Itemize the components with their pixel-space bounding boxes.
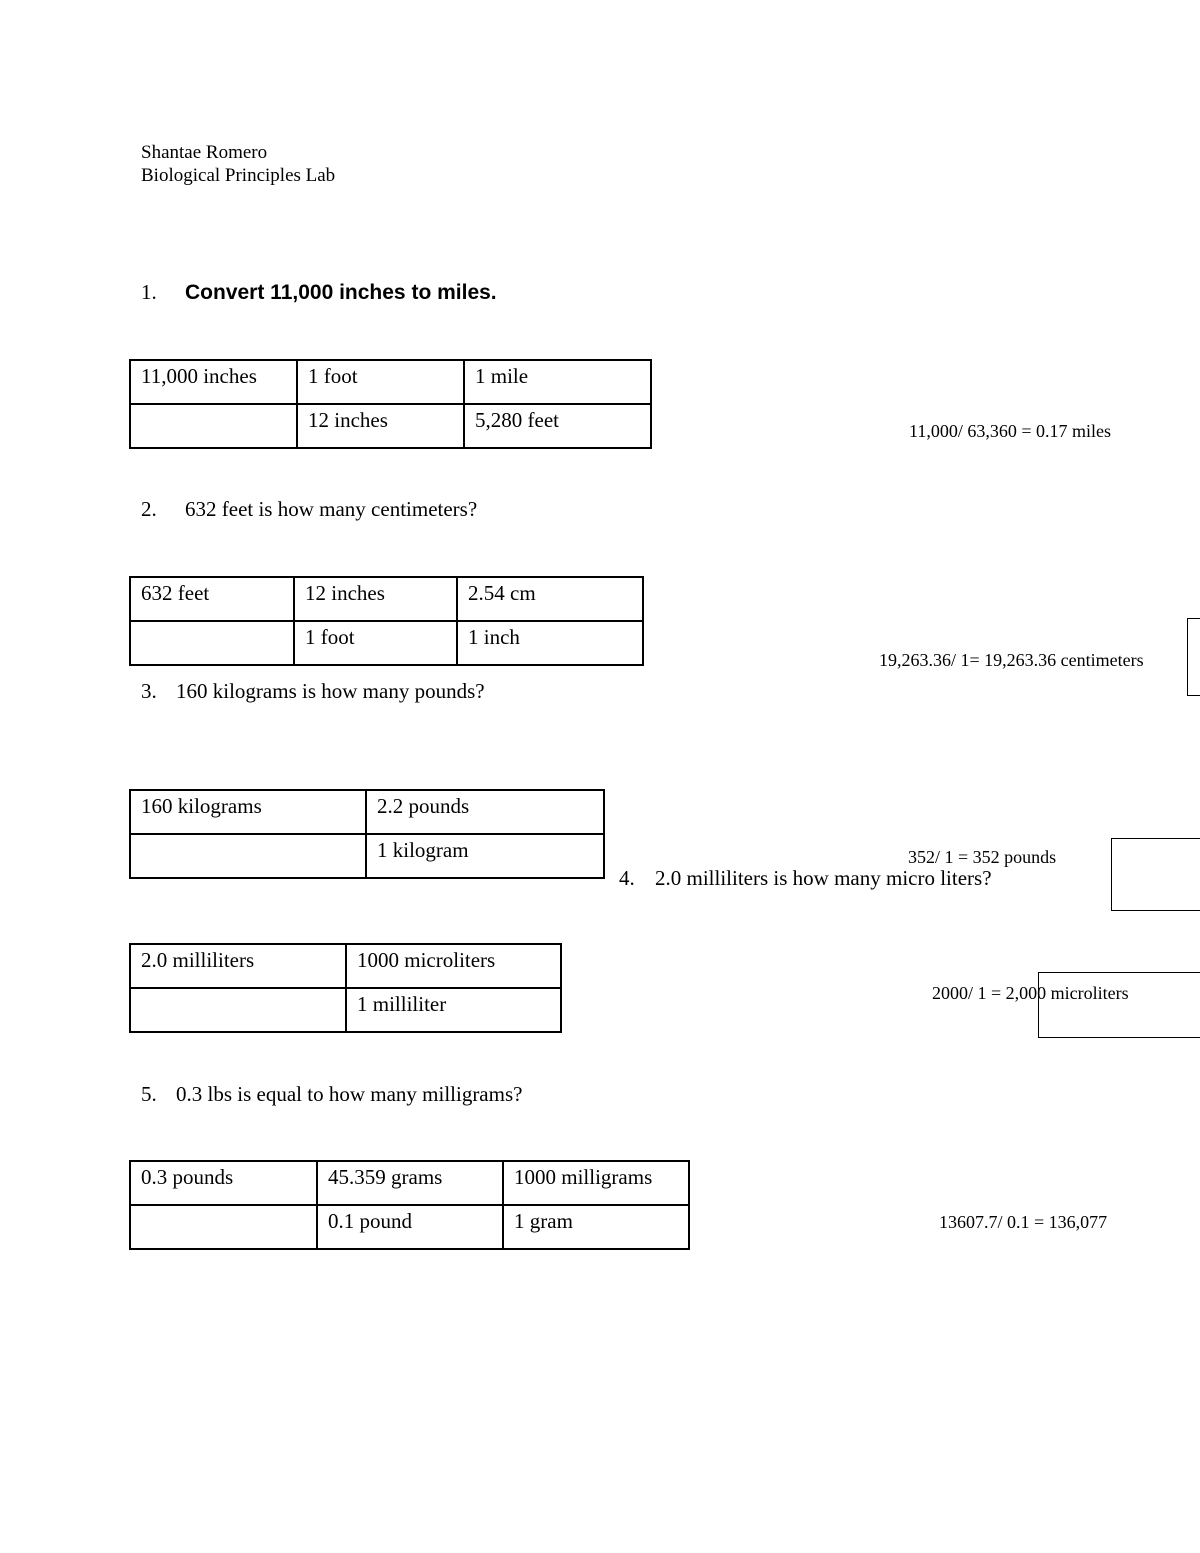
answer-1: 11,000/ 63,360 = 0.17 miles (909, 421, 1111, 441)
question-5: 5. 0.3 lbs is equal to how many milligram… (141, 1081, 522, 1107)
answer-5: 13607.7/ 0.1 = 136,077 (939, 1212, 1108, 1232)
table-cell: 2.2 pounds (365, 789, 605, 835)
question-1: 1. Convert 11,000 inches to miles. (141, 279, 497, 306)
table-cell: 1 mile (463, 359, 652, 405)
table-row: 12 inches 5,280 feet (129, 403, 652, 449)
table-row: 2.0 milliliters 1000 microliters (129, 943, 562, 989)
table-cell: 0.3 pounds (129, 1160, 318, 1206)
document-header: Shantae Romero Biological Principles Lab (141, 141, 335, 187)
question-text: 632 feet is how many centimeters? (185, 497, 478, 521)
table-cell: 0.1 pound (316, 1204, 504, 1250)
table-cell: 1 foot (293, 620, 458, 666)
table-cell (129, 620, 295, 666)
question-number: 5. (141, 1082, 157, 1106)
table-cell: 1 milliliter (345, 987, 562, 1033)
answer-4: 2000/ 1 = 2,000 microliters (932, 983, 1129, 1003)
table-cell (129, 1204, 318, 1250)
table-cell (129, 833, 367, 879)
table-row: 160 kilograms 2.2 pounds (129, 789, 605, 835)
question-number: 3. (141, 679, 157, 703)
conversion-table-4: 2.0 milliliters 1000 microliters 1 milli… (129, 943, 562, 1033)
question-4: 4. 2.0 milliliters is how many micro lite… (619, 865, 992, 891)
table-cell: 2.54 cm (456, 576, 644, 622)
student-name: Shantae Romero (141, 142, 268, 163)
question-2: 2. 632 feet is how many centimeters? (141, 496, 477, 522)
question-text: Convert 11,000 inches to miles. (185, 281, 497, 304)
text-box-frame (1187, 618, 1200, 696)
table-cell: 1 kilogram (365, 833, 605, 879)
table-cell: 632 feet (129, 576, 295, 622)
table-cell: 160 kilograms (129, 789, 367, 835)
table-cell (129, 403, 298, 449)
table-cell: 45.359 grams (316, 1160, 504, 1206)
table-row: 11,000 inches 1 foot 1 mile (129, 359, 652, 405)
course-title: Biological Principles Lab (141, 165, 336, 186)
table-cell (129, 987, 347, 1033)
conversion-table-3: 160 kilograms 2.2 pounds 1 kilogram (129, 789, 605, 879)
table-row: 0.1 pound 1 gram (129, 1204, 690, 1250)
question-3: 3. 160 kilograms is how many pounds? (141, 678, 485, 704)
answer-2: 19,263.36/ 1= 19,263.36 centimeters (879, 650, 1144, 670)
table-row: 1 kilogram (129, 833, 605, 879)
answer-3: 352/ 1 = 352 pounds (908, 847, 1057, 867)
table-cell: 2.0 milliliters (129, 943, 347, 989)
table-cell: 12 inches (296, 403, 465, 449)
table-row: 1 milliliter (129, 987, 562, 1033)
table-row: 1 foot 1 inch (129, 620, 644, 666)
text-box-frame (1038, 972, 1200, 1038)
table-cell: 11,000 inches (129, 359, 298, 405)
question-text: 160 kilograms is how many pounds? (176, 679, 485, 703)
table-cell: 1 gram (502, 1204, 690, 1250)
conversion-table-1: 11,000 inches 1 foot 1 mile 12 inches 5,… (129, 359, 652, 449)
conversion-table-2: 632 feet 12 inches 2.54 cm 1 foot 1 inch (129, 576, 644, 666)
table-cell: 1000 microliters (345, 943, 562, 989)
text-box-frame (1111, 838, 1200, 911)
table-row: 0.3 pounds 45.359 grams 1000 milligrams (129, 1160, 690, 1206)
question-number: 2. (141, 497, 157, 521)
table-cell: 12 inches (293, 576, 458, 622)
table-cell: 1 inch (456, 620, 644, 666)
question-number: 1. (141, 280, 157, 304)
conversion-table-5: 0.3 pounds 45.359 grams 1000 milligrams … (129, 1160, 690, 1250)
question-text: 0.3 lbs is equal to how many milligrams? (176, 1082, 523, 1106)
question-text: 2.0 milliliters is how many micro liters… (655, 866, 992, 890)
table-cell: 1000 milligrams (502, 1160, 690, 1206)
table-cell: 1 foot (296, 359, 465, 405)
question-number: 4. (619, 866, 635, 890)
table-cell: 5,280 feet (463, 403, 652, 449)
table-row: 632 feet 12 inches 2.54 cm (129, 576, 644, 622)
